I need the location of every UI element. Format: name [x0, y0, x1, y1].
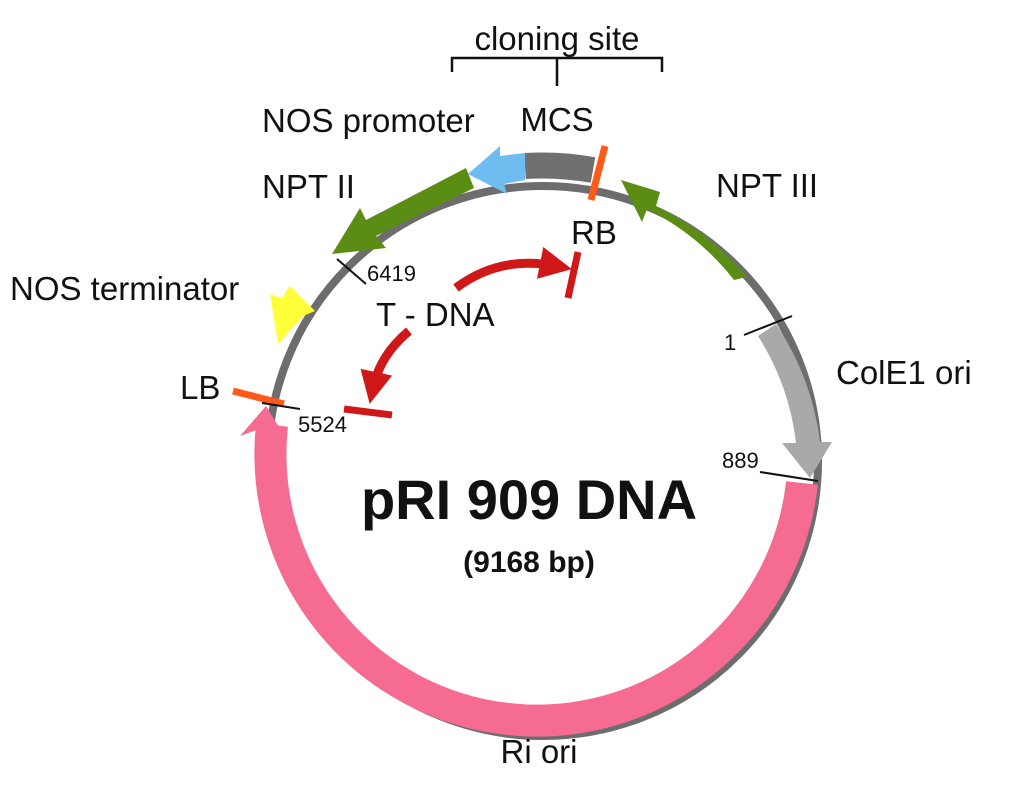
t-dna-arrow-rb — [453, 246, 572, 292]
t-dna-arrow-lb — [360, 327, 412, 404]
label-cole1-ori: ColE1 ori — [836, 354, 972, 391]
tick-6419 — [336, 258, 367, 285]
label-lb: LB — [180, 369, 220, 406]
t-dna-lb-bar — [343, 405, 393, 419]
npt2-arrow — [332, 168, 474, 254]
plasmid-title: pRI 909 DNA — [361, 468, 697, 531]
label-ri-ori: Ri ori — [500, 733, 577, 770]
nos-terminator-arrow — [270, 286, 315, 344]
tick-889 — [759, 471, 819, 482]
label-t-dna: T - DNA — [376, 296, 495, 333]
t-dna-rb-bar — [564, 251, 582, 299]
label-nos-promoter: NOS promoter — [262, 102, 475, 139]
label-rb: RB — [571, 214, 617, 251]
cole1-ori-arrow — [758, 324, 832, 478]
tick-5524 — [261, 402, 301, 410]
label-nos-terminator: NOS terminator — [10, 270, 239, 307]
position-1: 1 — [724, 330, 736, 355]
ri-ori-body — [254, 423, 818, 737]
cloning-site-bracket — [450, 56, 664, 86]
npt3-arrow — [621, 180, 747, 280]
plasmid-size: (9168 bp) — [463, 546, 595, 579]
position-5524: 5524 — [298, 412, 347, 437]
position-889: 889 — [722, 448, 759, 473]
label-mcs: MCS — [520, 101, 593, 138]
label-npt2: NPT II — [262, 168, 355, 205]
label-cloning-site: cloning site — [474, 20, 639, 57]
label-npt3: NPT III — [716, 167, 818, 204]
tick-1 — [743, 315, 793, 336]
mcs-segment — [524, 152, 596, 183]
rb-border-mark — [587, 145, 609, 201]
nos-promoter-arrow — [468, 146, 525, 194]
position-6419: 6419 — [367, 261, 416, 286]
lb-border-mark — [232, 387, 285, 408]
